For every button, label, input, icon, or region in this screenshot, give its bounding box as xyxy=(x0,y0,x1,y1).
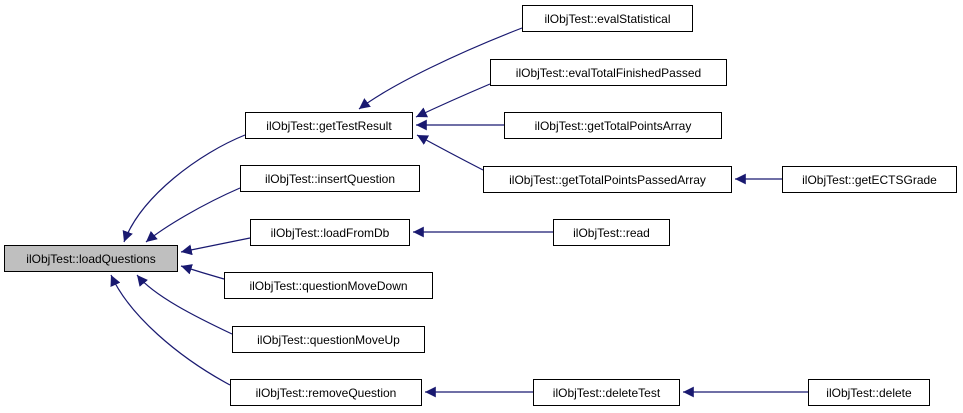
edge-loadFromDb-to-loadQuestions xyxy=(180,237,251,256)
edge-removeQuestion-to-loadQuestions xyxy=(110,274,231,386)
edge-evalTotalFinishedPassed-to-getTestResult xyxy=(415,83,491,118)
node-evalStatistical[interactable]: ilObjTest::evalStatistical xyxy=(522,5,693,32)
edge-getTotalPointsPassedArray-to-getTestResult xyxy=(416,134,484,171)
node-getTotalPointsArray[interactable]: ilObjTest::getTotalPointsArray xyxy=(504,112,722,139)
node-removeQuestion[interactable]: ilObjTest::removeQuestion xyxy=(230,379,422,406)
node-questionMoveUp[interactable]: ilObjTest::questionMoveUp xyxy=(232,326,425,353)
edge-questionMoveUp-to-loadQuestions xyxy=(136,274,233,335)
node-read[interactable]: ilObjTest::read xyxy=(553,219,670,246)
node-loadQuestions[interactable]: ilObjTest::loadQuestions xyxy=(4,245,178,272)
node-insertQuestion[interactable]: ilObjTest::insertQuestion xyxy=(240,165,420,192)
node-questionMoveDown[interactable]: ilObjTest::questionMoveDown xyxy=(224,272,433,299)
node-evalTotalFinishedPassed[interactable]: ilObjTest::evalTotalFinishedPassed xyxy=(490,59,727,86)
edge-getTestResult-to-loadQuestions xyxy=(122,134,246,243)
node-delete[interactable]: ilObjTest::delete xyxy=(808,379,930,406)
node-getTestResult[interactable]: ilObjTest::getTestResult xyxy=(245,112,413,139)
node-getECTSGrade[interactable]: ilObjTest::getECTSGrade xyxy=(782,166,957,193)
node-deleteTest[interactable]: ilObjTest::deleteTest xyxy=(533,379,680,406)
node-getTotalPointsPassedArray[interactable]: ilObjTest::getTotalPointsPassedArray xyxy=(483,166,732,193)
node-loadFromDb[interactable]: ilObjTest::loadFromDb xyxy=(250,219,410,246)
edge-insertQuestion-to-loadQuestions xyxy=(145,187,241,243)
edge-questionMoveDown-to-loadQuestions xyxy=(180,264,225,280)
edge-evalStatistical-to-getTestResult xyxy=(358,27,523,110)
